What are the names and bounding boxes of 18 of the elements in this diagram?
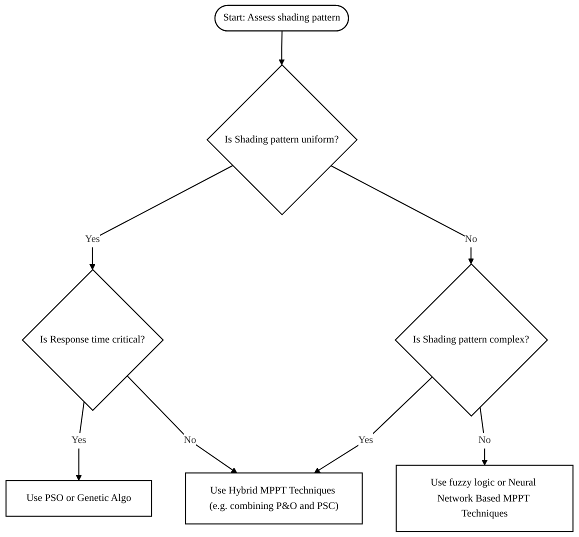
node-box: Use Hybrid MPPT Techniques (e.g. combining P&O and PSC)	[185, 472, 363, 524]
arrow	[76, 402, 85, 481]
edge-label: No	[184, 435, 196, 446]
edge-label: Yes	[85, 234, 100, 245]
edge-label: Yes	[71, 435, 86, 446]
node-box: Use fuzzy logic or Neural Network Based MPPT Techniques	[396, 464, 574, 532]
arrow	[126, 375, 238, 474]
arrow	[278, 31, 285, 66]
arrow	[314, 376, 432, 474]
node-diamond: Is Response time critical?	[22, 268, 164, 412]
node-diamond: Is Shading pattern uniform?	[206, 64, 358, 216]
arrow	[89, 165, 233, 270]
node-diamond: Is Shading pattern complex?	[394, 263, 548, 417]
arrow	[330, 165, 474, 264]
node-box: Use PSO or Genetic Algo	[6, 480, 152, 517]
edge-label: Yes	[358, 435, 374, 446]
edge-label: No	[464, 234, 478, 245]
edge-label: No	[478, 435, 491, 446]
